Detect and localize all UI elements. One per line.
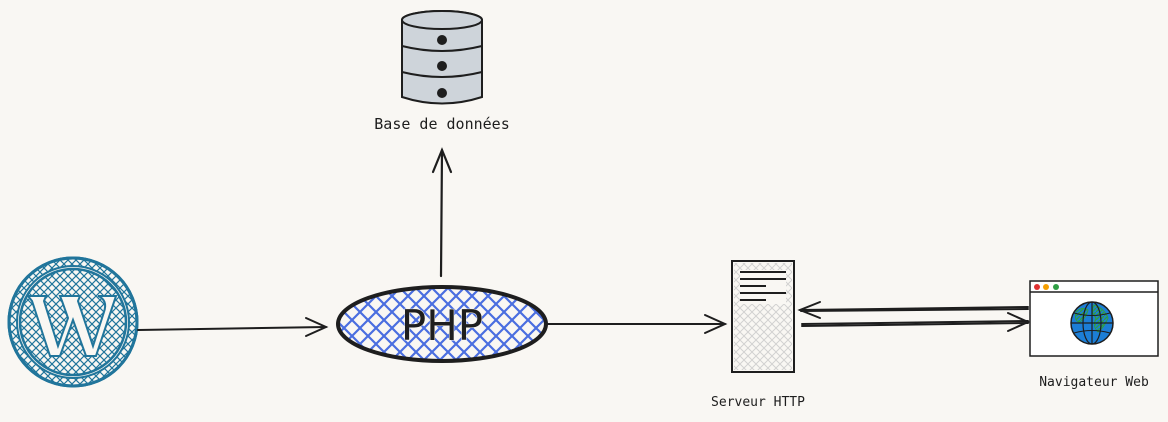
database-icon (401, 10, 483, 105)
arrow-php-to-server (547, 314, 728, 334)
database-label: Base de données (374, 115, 510, 133)
php-node (336, 285, 548, 363)
web-browser-label: Navigateur Web (1039, 375, 1149, 390)
wordpress-logo-icon (7, 256, 139, 388)
arrow-server-to-browser (801, 312, 1031, 332)
http-server-label: Serveur HTTP (711, 395, 805, 410)
arrow-wordpress-to-php (137, 317, 329, 337)
globe-icon (1070, 301, 1114, 345)
maximize-dot-icon (1053, 284, 1059, 290)
php-label: PHP (401, 301, 483, 350)
arrow-php-to-database (431, 147, 453, 278)
minimize-dot-icon (1043, 284, 1049, 290)
arrow-browser-to-server (797, 301, 1029, 319)
close-dot-icon (1034, 284, 1040, 290)
server-icon (731, 260, 795, 373)
